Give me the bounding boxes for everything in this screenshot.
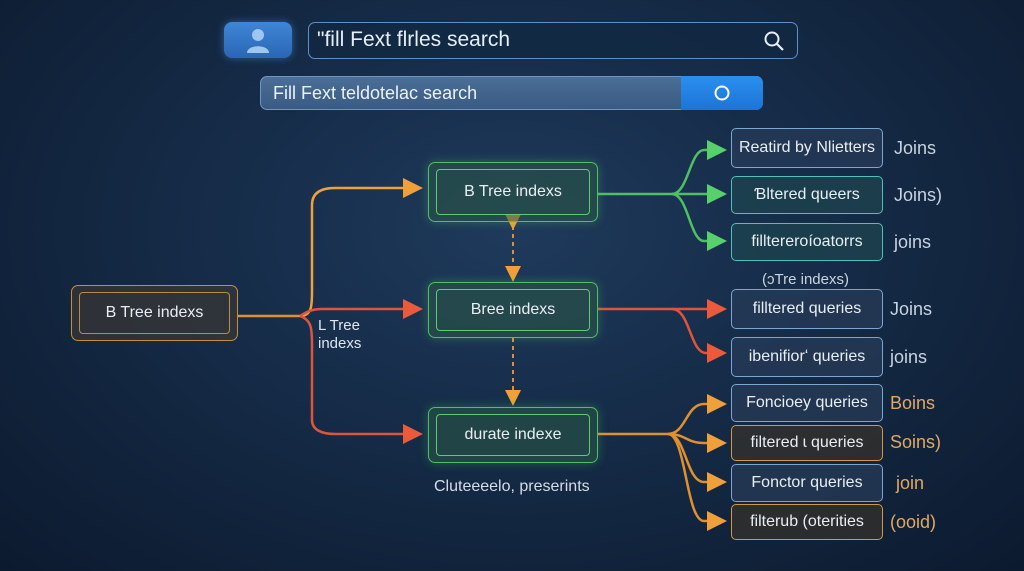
root-side-label: L Tree indexs [318,317,361,353]
right-node-3-label: filltereroíoatorrs [751,233,863,250]
mid-node-center[interactable]: Bree indexs [428,282,598,338]
secondary-search-input[interactable]: Fill Fext teldotelac search [260,76,763,110]
search-icon[interactable] [763,30,785,52]
user-button[interactable] [224,22,292,58]
right-node-8[interactable]: Fonctor queries [731,464,883,502]
right-node-3-tag: joins [894,232,932,252]
right-node-7[interactable]: filtered ɩ queries [731,425,883,461]
right-node-7-tag: Soins) [890,432,942,452]
mid-node-bottom[interactable]: durate indexe [428,407,598,463]
search-input[interactable]: "fill Fext flrles search [308,22,798,59]
user-icon [247,29,269,53]
right-node-5-tag: joins [890,347,928,367]
right-node-7-label: filtered ɩ queries [750,434,864,451]
right-node-5[interactable]: ibenifiorʻ queries [731,337,883,377]
right-node-8-label: Fonctor queries [751,474,863,491]
right-node-6-label: Foncioey queries [746,394,868,411]
secondary-search-button[interactable] [681,76,763,110]
right-node-6[interactable]: Foncioey queries [731,384,883,422]
secondary-search-text: Fill Fext teldotelac search [273,83,478,103]
right-node-4-tag: Joins [890,299,933,319]
right-node-9[interactable]: filterub (oterities [731,504,883,540]
right-node-4[interactable]: filltered queries [731,289,883,329]
right-node-1-tag: Joins [894,138,937,158]
section-label: (ɔTre indexs) [762,271,849,288]
right-node-9-label: filterub (oterities [750,513,864,530]
mid-node-center-label: Bree indexs [470,301,556,318]
mid-node-bottom-label: durate indexe [464,426,562,443]
search-input-text: "fill Fext flrles search [317,28,510,51]
right-node-4-label: filltered queries [752,300,862,317]
right-node-1[interactable]: Reatird by Nlietters [731,128,883,168]
right-node-9-tag: (ooid) [890,512,937,532]
right-node-3[interactable]: filltereroíoatorrs [731,223,883,261]
root-side-label-line2: indexs [318,335,362,352]
root-node[interactable]: B Tree indexs [71,285,238,341]
right-node-8-tag: join [896,473,925,493]
mid-bottom-caption: Cluteeeelo, preserints [434,478,590,495]
right-node-1-label: Reatird by Nlietters [738,139,876,156]
right-node-6-tag: Boins [890,393,936,413]
root-node-label: B Tree indexs [105,304,204,321]
circle-icon [714,85,730,101]
right-node-5-label: ibenifiorʻ queries [748,348,866,365]
root-side-label-line1: L Tree [318,317,360,334]
mid-node-top-label: B Tree indexs [464,183,562,200]
right-node-2[interactable]: Ɓltered queers [731,176,883,214]
right-node-2-tag: Joins) [894,185,943,205]
right-node-2-label: Ɓltered queers [754,186,860,203]
mid-node-top[interactable]: B Tree indexs [428,162,598,222]
